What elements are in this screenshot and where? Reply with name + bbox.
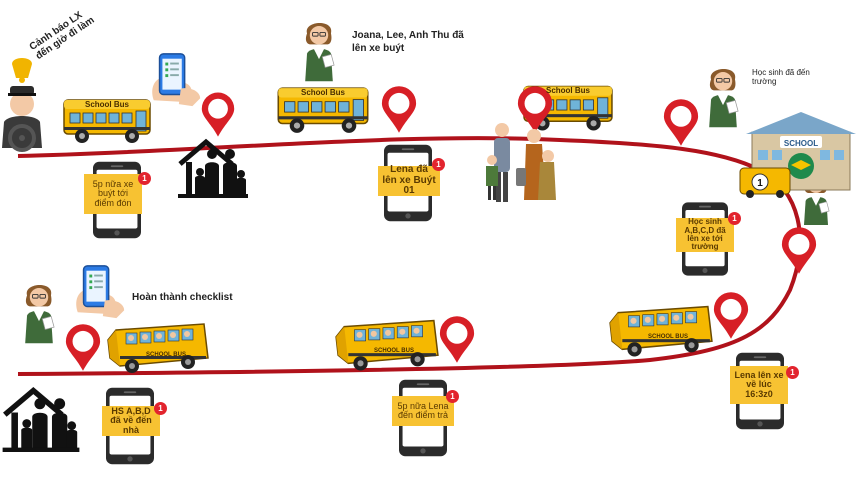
bus-driver-icon xyxy=(2,58,42,152)
stop-pin-5 xyxy=(781,227,817,274)
notification-note-1: 5p nữa xe buýt tới điểm đón xyxy=(84,174,142,214)
bus-label-5: SCHOOL BUS xyxy=(374,348,414,354)
notification-note-5: 5p nữa Lena đến điểm trả xyxy=(392,396,454,426)
teacher-icon-4 xyxy=(24,284,55,344)
teacher-icon-2 xyxy=(708,68,739,128)
bus-number: 1 xyxy=(757,178,763,189)
arrived-school-label: Học sinh đã đến trường xyxy=(752,68,810,87)
parents-children-icon xyxy=(486,123,556,202)
stop-pin-8 xyxy=(65,324,101,371)
bus-label-4: SCHOOL BUS xyxy=(146,352,186,358)
bus-label-3: School Bus xyxy=(546,86,591,95)
school-bus-5 xyxy=(335,319,439,372)
notification-badge-4: 1 xyxy=(154,402,167,415)
notification-badge-5: 1 xyxy=(446,390,459,403)
bus-label-2: School Bus xyxy=(301,88,346,97)
notification-note-4: HS A,B,D đã về đến nhà xyxy=(102,406,160,436)
boarded-label: Joana, Lee, Anh Thu đã lên xe buýt xyxy=(352,30,464,54)
school-bus-6 xyxy=(609,305,713,358)
school-bus-4 xyxy=(107,323,209,374)
bus-label-1: School Bus xyxy=(85,100,130,109)
notification-badge-3: 1 xyxy=(728,212,741,225)
school-building-icon: SCHOOL 1 xyxy=(739,112,856,198)
stop-pin-2 xyxy=(381,86,417,133)
hand-phone-icon xyxy=(151,53,201,107)
bus-label-6: SCHOOL BUS xyxy=(648,334,688,340)
notification-note-2: Lena đã lên xe Buýt 01 xyxy=(378,165,440,196)
stop-pin-4 xyxy=(663,99,699,146)
notification-badge-6: 1 xyxy=(786,366,799,379)
school-sign: SCHOOL xyxy=(784,139,818,148)
notification-note-3: Học sinh A,B,C,D đã lên xe tới trường xyxy=(676,218,734,252)
checklist-done-label: Hoàn thành checklist xyxy=(132,292,233,303)
notification-note-6: Lena lên xe về lúc 16:3z0 xyxy=(730,366,788,404)
notification-badge-1: 1 xyxy=(138,172,151,185)
teacher-icon-1 xyxy=(304,22,335,82)
route-line xyxy=(17,136,802,376)
family-home-icon-2 xyxy=(3,391,80,452)
stop-pin-6 xyxy=(713,292,749,339)
notification-badge-2: 1 xyxy=(432,158,445,171)
checklist-phone-icon xyxy=(75,265,125,319)
stop-pin-1 xyxy=(201,92,235,137)
stop-pin-7 xyxy=(439,316,475,363)
